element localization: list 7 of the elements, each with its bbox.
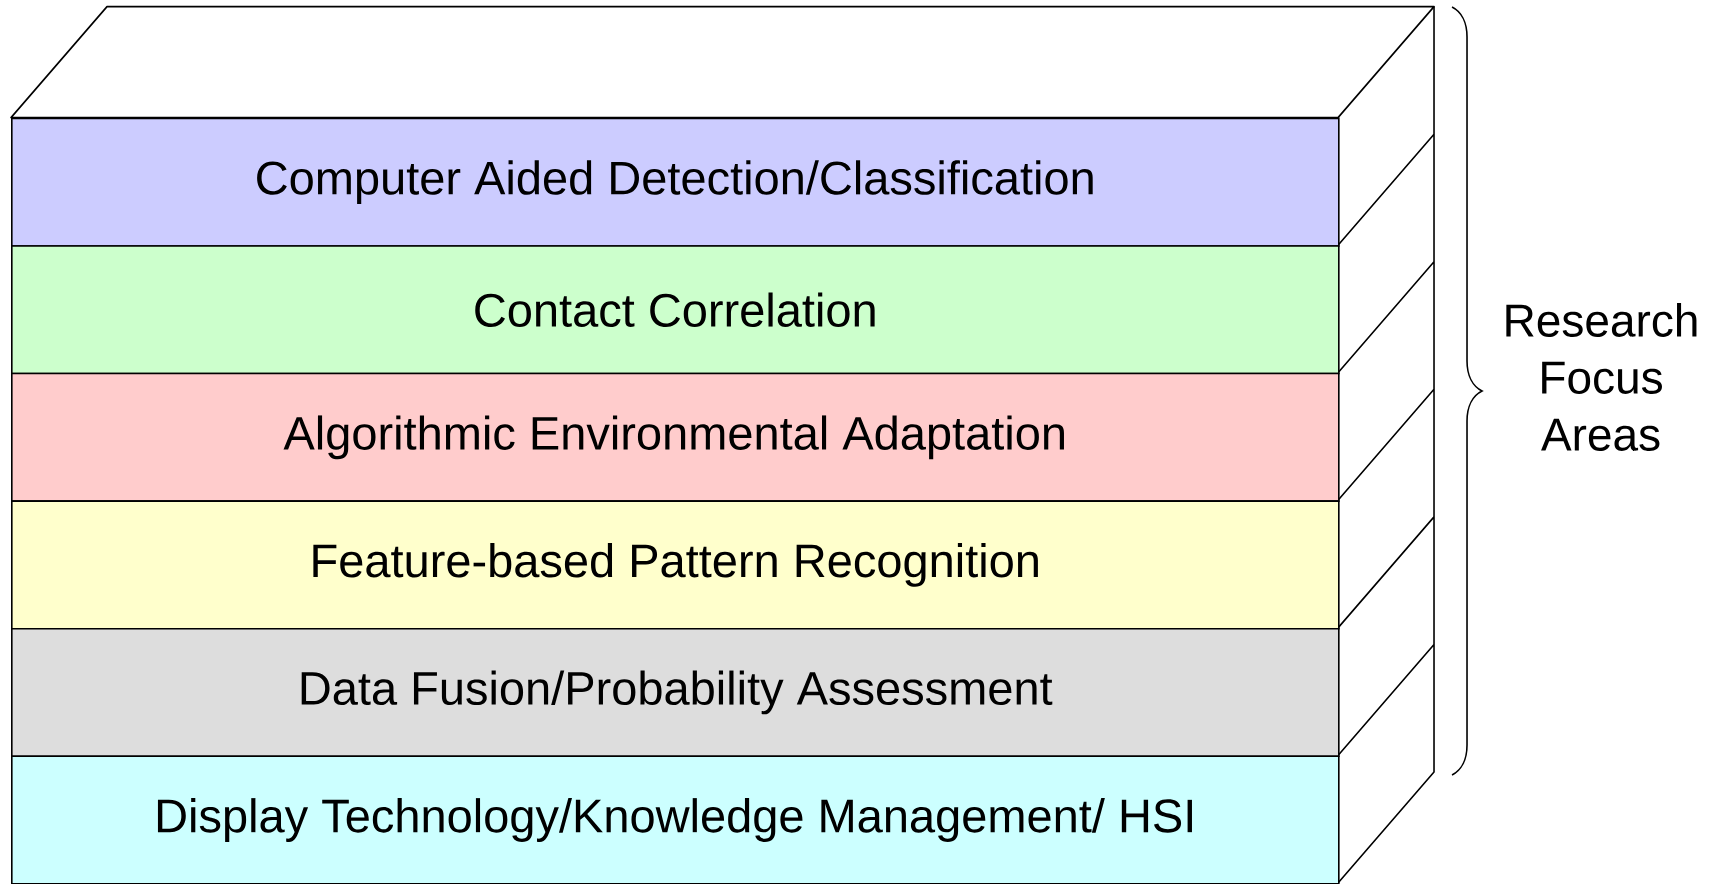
layer-band: Feature-based Pattern Recognition (11, 500, 1340, 630)
layer-band: Computer Aided Detection/Classification (11, 117, 1340, 247)
layer-band: Algorithmic Environmental Adaptation (11, 372, 1340, 502)
layer-band: Contact Correlation (11, 245, 1340, 375)
layer-band: Display Technology/Knowledge Management/ HSI (11, 755, 1340, 884)
layer-band: Data Fusion/Probability Assessment (11, 627, 1340, 758)
brace-label: Research Focus Areas (1506, 303, 1697, 451)
